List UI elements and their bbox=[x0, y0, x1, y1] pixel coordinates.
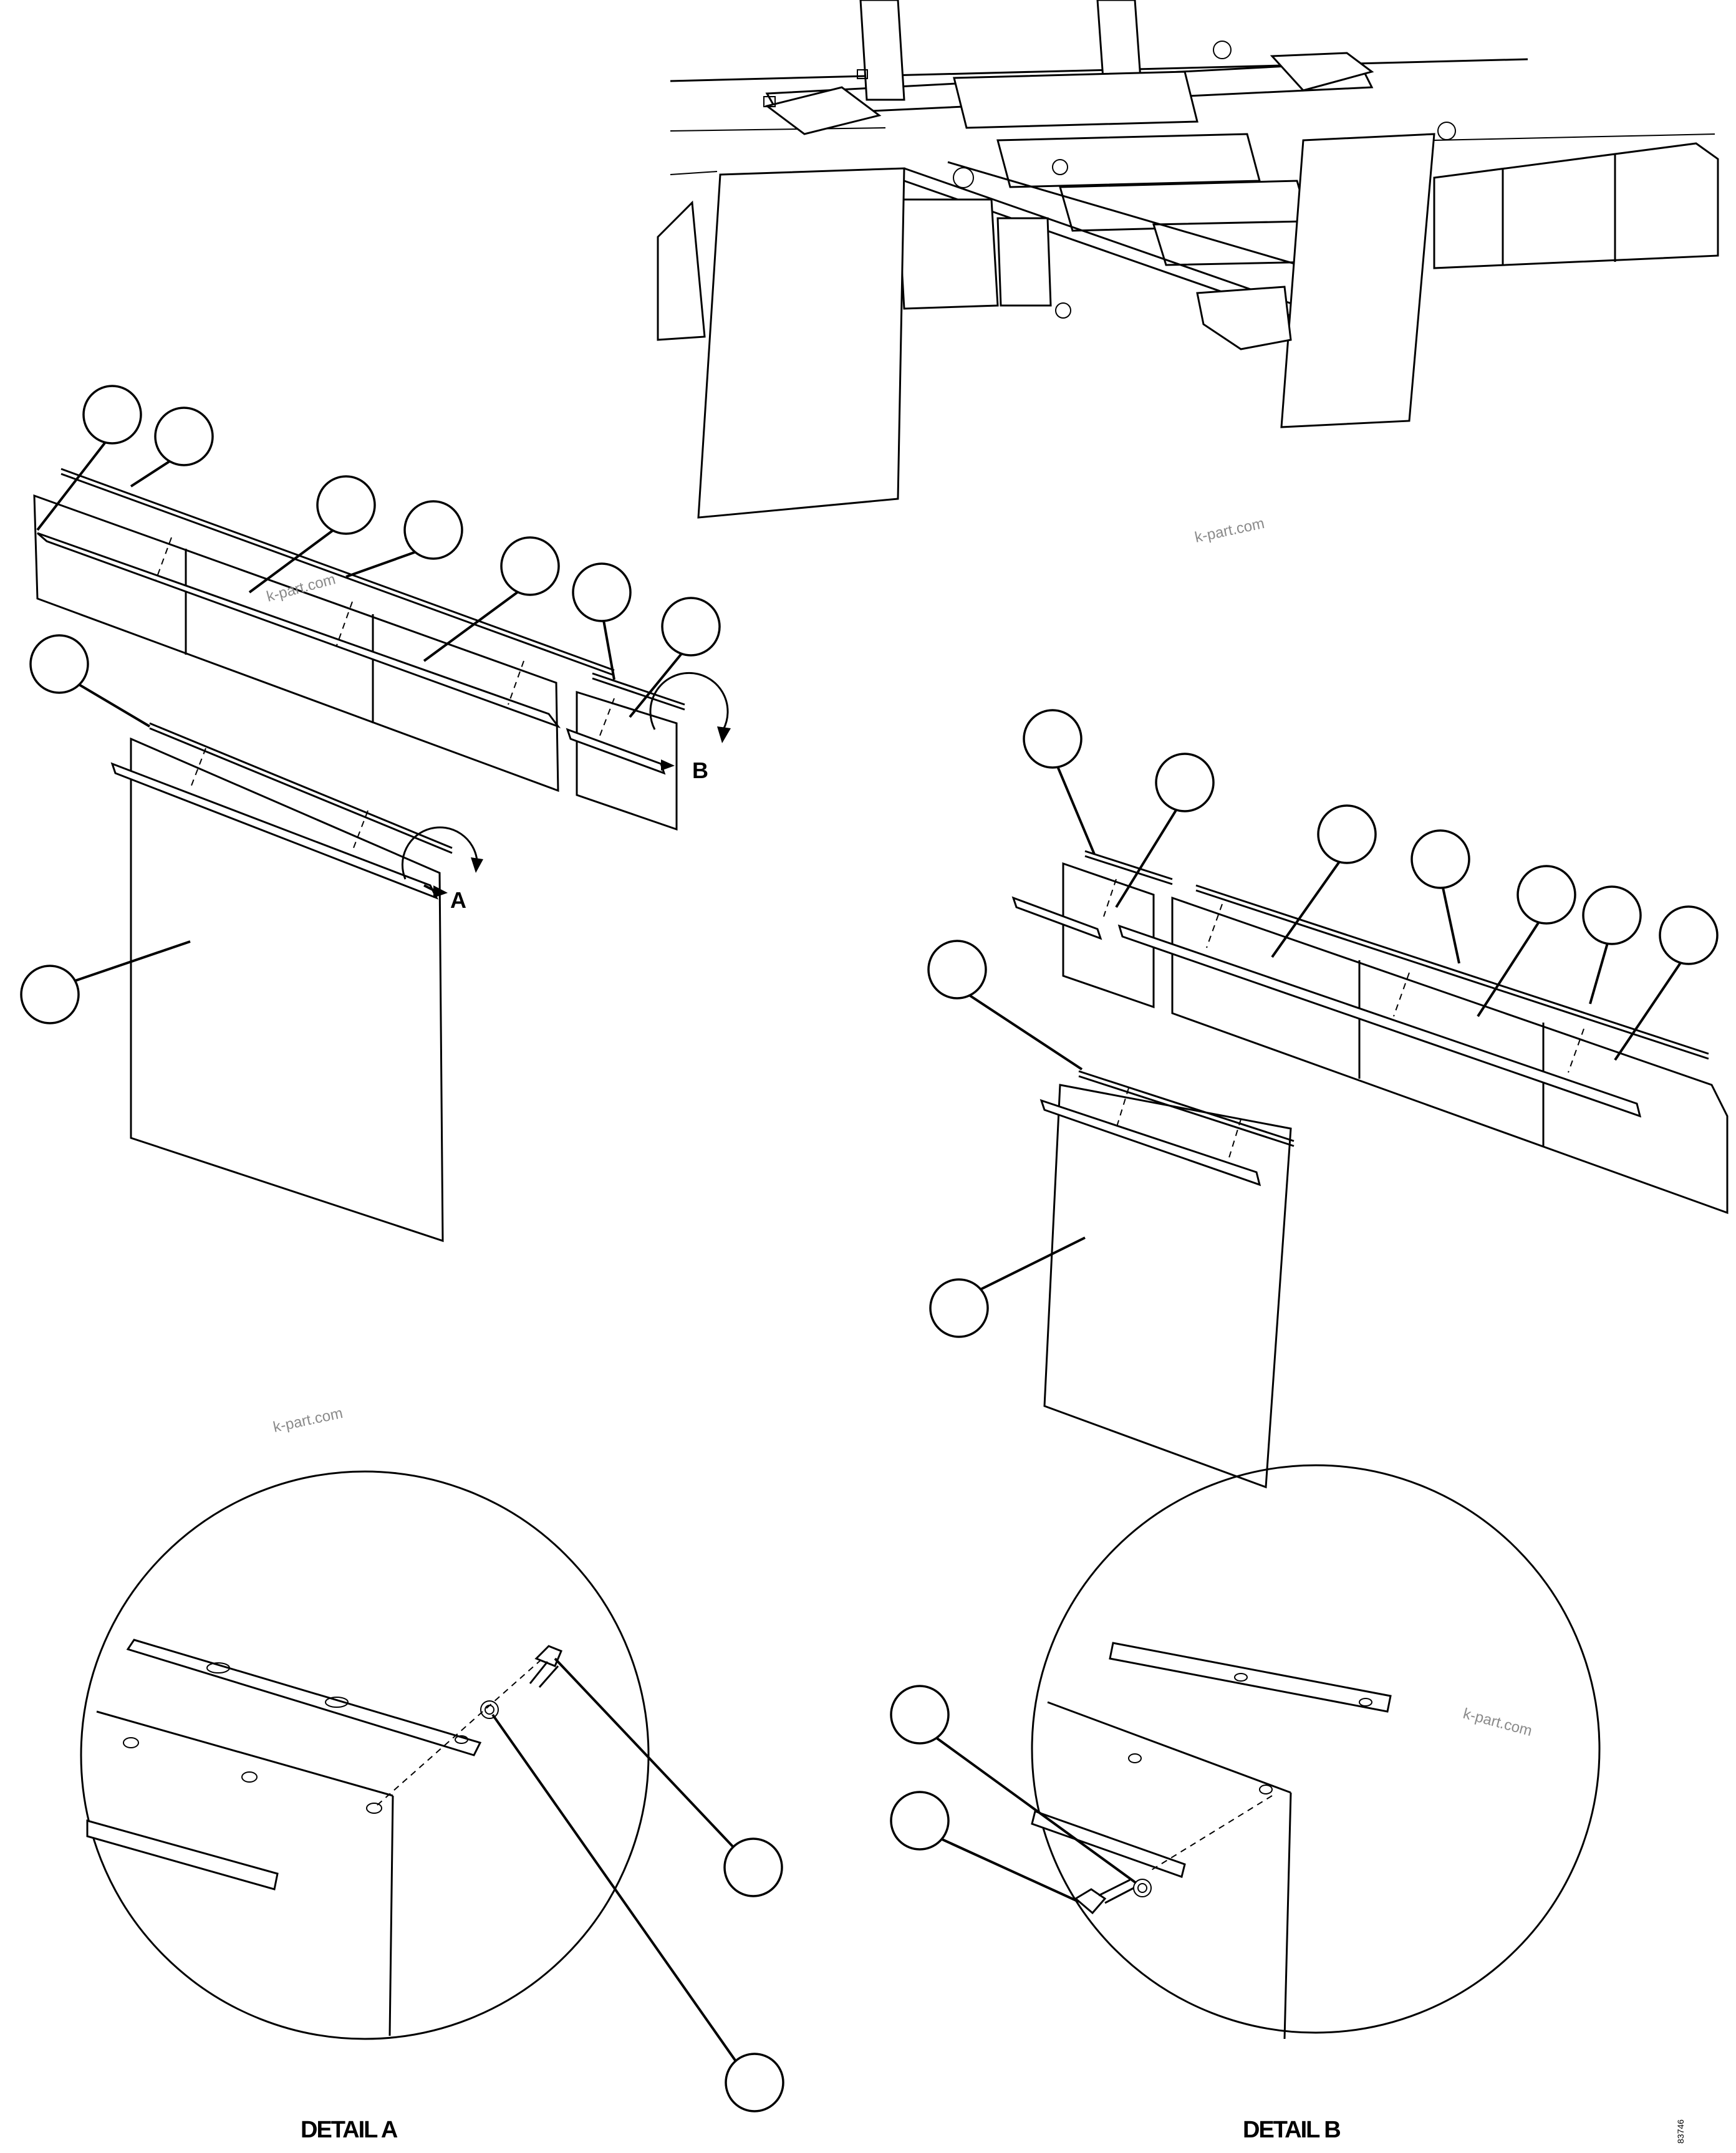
reference-bubble bbox=[1518, 866, 1575, 923]
detail-b-label: DETAIL B bbox=[1243, 2117, 1340, 2143]
right-upper-curtain-assembly bbox=[1119, 885, 1727, 1213]
left-upper-curtain-assembly bbox=[34, 469, 614, 791]
reference-bubble bbox=[726, 2054, 783, 2111]
reference-bubble bbox=[928, 941, 986, 998]
reference-bubble bbox=[155, 408, 213, 465]
left-reference-bubbles bbox=[21, 386, 720, 1023]
detail-a-bubbles bbox=[493, 1659, 783, 2111]
reference-bubble bbox=[1318, 806, 1376, 863]
detail-a-label: DETAIL A bbox=[301, 2117, 398, 2143]
detail-b-view bbox=[1032, 1465, 1599, 2039]
reference-bubble bbox=[84, 386, 141, 443]
callout-a-text: A bbox=[450, 887, 466, 913]
figure-number: 83746 bbox=[1676, 2119, 1685, 2144]
detail-a-circle bbox=[81, 1471, 649, 2039]
detail-a-view bbox=[81, 1471, 649, 2039]
reference-bubble bbox=[501, 537, 559, 595]
detail-b-circle bbox=[1032, 1465, 1599, 2033]
reference-bubble bbox=[1660, 907, 1717, 964]
reference-bubble bbox=[1583, 887, 1641, 944]
reference-bubble bbox=[1156, 754, 1213, 811]
reference-bubble bbox=[21, 966, 79, 1023]
left-small-curtain-assembly bbox=[567, 673, 685, 829]
reference-bubble bbox=[1024, 710, 1081, 768]
detail-b-callout: B bbox=[650, 673, 731, 783]
right-reference-bubbles bbox=[928, 710, 1717, 1337]
reference-bubble bbox=[31, 635, 88, 693]
left-large-flap-assembly bbox=[112, 723, 452, 1241]
right-small-curtain-assembly bbox=[1013, 851, 1172, 1007]
detail-a-callout: A bbox=[402, 827, 483, 913]
reference-bubble bbox=[930, 1279, 988, 1337]
reference-bubble bbox=[662, 598, 720, 655]
reference-bubble bbox=[405, 501, 462, 559]
watermark: k-part.com bbox=[1194, 515, 1266, 546]
right-large-flap-assembly bbox=[1041, 1071, 1294, 1487]
callout-b-text: B bbox=[692, 758, 708, 783]
reference-bubble bbox=[1412, 831, 1469, 888]
reference-bubble bbox=[891, 1792, 948, 1849]
machine-underside-view bbox=[658, 0, 1718, 518]
reference-bubble bbox=[891, 1686, 948, 1743]
reference-bubble bbox=[725, 1839, 782, 1896]
watermark: k-part.com bbox=[1461, 1705, 1533, 1740]
reference-bubble bbox=[317, 476, 375, 534]
watermark: k-part.com bbox=[272, 1405, 344, 1436]
detail-b-bubbles bbox=[891, 1686, 1136, 1902]
reference-bubble bbox=[573, 564, 630, 621]
